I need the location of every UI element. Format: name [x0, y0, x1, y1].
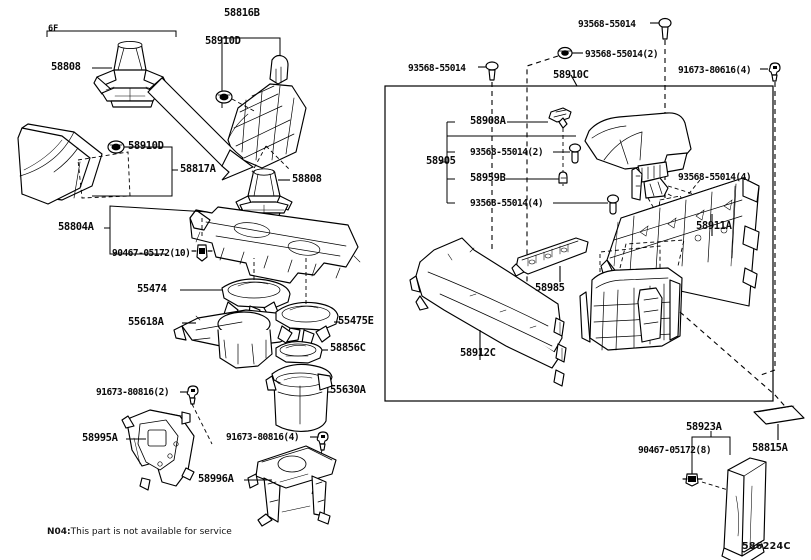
- part-58908a: [548, 107, 572, 129]
- label-58808-mid: 58808: [292, 173, 322, 185]
- bolt-93568-top-left: [485, 61, 499, 81]
- label-90467-05172-8: 90467-05172(8): [638, 445, 712, 456]
- label-58808-top: 58808: [51, 61, 81, 73]
- label-90467-05172-10: 90467-05172(10): [112, 248, 191, 259]
- dash-93568-4-right: [686, 179, 701, 197]
- label-58815a: 58815A: [752, 442, 788, 454]
- label-91673-80816-2: 91673-80816(2): [96, 387, 170, 398]
- part-58985: [511, 237, 589, 277]
- grommet-58910d-mid: [107, 140, 125, 154]
- label-58911a: 58911A: [696, 220, 732, 232]
- bolt-91673-80816-2: [186, 385, 199, 405]
- part-58817a-panel: [17, 123, 103, 205]
- bolt-91673-80616-4: [768, 62, 781, 82]
- label-58959b: 58959B: [470, 172, 506, 184]
- clip-90467-05172-8: [682, 473, 703, 487]
- footnote-code: N04:: [47, 527, 71, 537]
- dash-bolt-topright: [757, 82, 776, 377]
- part-58959b: [558, 171, 568, 184]
- label-93568-55014-2-top: 93568-55014(2): [585, 49, 659, 60]
- label-58923a: 58923A: [686, 421, 722, 433]
- label-58995a: 58995A: [82, 432, 118, 444]
- dash-58910d-top: [231, 98, 257, 113]
- dash-innerbox-to-58815a: [679, 311, 791, 413]
- label-58910c: 58910C: [553, 69, 589, 81]
- clip-90467-05172: [191, 244, 213, 262]
- label-58817a: 58817A: [180, 163, 216, 175]
- label-58985: 58985: [535, 282, 565, 294]
- footnote: N04:This part is not available for servi…: [47, 527, 232, 537]
- bolt-91673-80816-4: [316, 431, 329, 451]
- label-58910d-top: 58910D: [205, 35, 241, 47]
- bracket-58817a: [92, 146, 178, 197]
- label-6f: 6F: [48, 24, 59, 34]
- group-box-58910c: [384, 85, 774, 402]
- part-55475e: [275, 301, 339, 348]
- dash-58816b-mount: [251, 145, 291, 173]
- label-93568-55014-4-right: 93568-55014(4): [678, 172, 752, 183]
- part-58996a: [247, 445, 337, 527]
- part-58910c-armrest: [584, 112, 692, 201]
- part-console-inner-box: [579, 267, 683, 351]
- dash-clip-58923a: [701, 481, 729, 491]
- label-91673-80816-4: 91673-80816(4): [226, 432, 300, 443]
- part-58912c: [409, 237, 567, 387]
- label-55618a: 55618A: [128, 316, 164, 328]
- bracket-58804a: [104, 205, 209, 255]
- dash-grommet-93568-2: [526, 55, 559, 290]
- bracket-6f: [46, 30, 177, 37]
- label-55630a: 55630A: [330, 384, 366, 396]
- grommet-58910d-top: [215, 90, 233, 104]
- part-58923a-trim: [721, 457, 767, 560]
- label-58908a: 58908A: [470, 115, 506, 127]
- part-58995a: [121, 409, 195, 491]
- label-58912c: 58912C: [460, 347, 496, 359]
- label-93568-55014-4-grp: 93568-55014(4): [470, 198, 544, 209]
- document-id: 586224C: [742, 541, 791, 552]
- assembly-arrow: [147, 77, 255, 181]
- label-58905: 58905: [426, 155, 456, 167]
- label-91673-80616-4: 91673-80616(4): [678, 65, 752, 76]
- part-58815a: [753, 405, 805, 425]
- dash-bolt-58995a: [191, 403, 213, 445]
- part-55630a: [265, 363, 333, 432]
- part-58804a-panel: [189, 206, 361, 284]
- label-93568-55014-2-grp: 93568-55014(2): [470, 147, 544, 158]
- bracket-58923a: [691, 431, 731, 470]
- part-58856c: [275, 341, 323, 364]
- dash-innerbox-top: [599, 245, 661, 272]
- label-58856c: 58856C: [330, 342, 366, 354]
- label-93568-55014-topleft: 93568-55014: [408, 63, 466, 74]
- label-55475e: 55475E: [338, 315, 374, 327]
- label-93568-55014-topmid: 93568-55014: [578, 19, 636, 30]
- label-58816b: 58816B: [224, 7, 260, 19]
- label-55474: 55474: [137, 283, 167, 295]
- leader-58910c: [570, 74, 578, 87]
- bolt-93568-4-grp: [606, 194, 620, 215]
- footnote-text: This part is not available for service: [70, 527, 232, 537]
- bolt-93568-2-grp: [568, 143, 582, 164]
- label-58804a: 58804A: [58, 221, 94, 233]
- part-58816b-cover: [227, 54, 307, 169]
- label-58910d-mid: 58910D: [128, 140, 164, 152]
- label-58996a: 58996A: [198, 473, 234, 485]
